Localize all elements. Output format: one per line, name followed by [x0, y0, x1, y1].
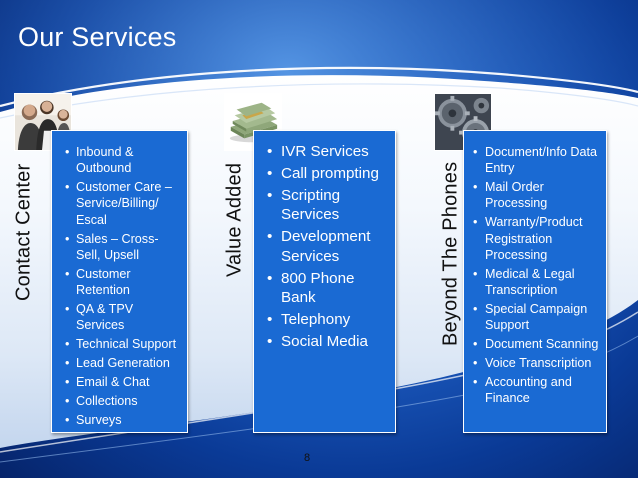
- list-item: IVR Services: [267, 142, 389, 162]
- people-at-work-photo: [14, 93, 72, 151]
- money-stack-photo: [224, 93, 282, 151]
- list-item: Accounting and Finance: [473, 374, 600, 406]
- list-item: Voice Transcription: [473, 355, 600, 371]
- list-item: Document Scanning: [473, 336, 600, 352]
- list-item: 800 Phone Bank: [267, 269, 389, 308]
- list-item: Medical & Legal Transcription: [473, 266, 600, 298]
- beyond-the-phones-box: Document/Info Data Entry Mail Order Proc…: [463, 130, 607, 433]
- list-item: Mail Order Processing: [473, 179, 600, 211]
- list-item: Sales – Cross-Sell, Upsell: [65, 231, 181, 263]
- list-item: Email & Chat: [65, 374, 181, 390]
- list-item: Surveys: [65, 412, 181, 428]
- list-item: Call prompting: [267, 164, 389, 184]
- contact-center-box: Inbound & Outbound Customer Care – Servi…: [51, 130, 188, 433]
- list-item: Scripting Services: [267, 186, 389, 225]
- value-added-box: IVR Services Call prompting Scripting Se…: [253, 130, 396, 433]
- list-item: Special Campaign Support: [473, 301, 600, 333]
- list-item: Customer Care – Service/Billing/ Escal: [65, 179, 181, 228]
- list-item: Warranty/Product Registration Processing: [473, 214, 600, 263]
- list-item: Social Media: [267, 332, 389, 352]
- page-number: 8: [303, 452, 311, 464]
- list-item: Lead Generation: [65, 355, 181, 371]
- list-item: Technical Support: [65, 336, 181, 352]
- list-item: Telephony: [267, 310, 389, 330]
- list-item: Document/Info Data Entry: [473, 144, 600, 176]
- slide-title: Our Services: [18, 22, 177, 52]
- contact-center-list: Inbound & Outbound Customer Care – Servi…: [52, 131, 187, 429]
- column-label-value-added: Value Added: [223, 162, 246, 278]
- beyond-the-phones-list: Document/Info Data Entry Mail Order Proc…: [464, 131, 606, 407]
- list-item: QA & TPV Services: [65, 301, 181, 333]
- column-label-contact-center: Contact Center: [12, 163, 35, 301]
- list-item: Collections: [65, 393, 181, 409]
- list-item: Development Services: [267, 227, 389, 266]
- list-item: Inbound & Outbound: [65, 144, 181, 176]
- value-added-list: IVR Services Call prompting Scripting Se…: [254, 131, 395, 352]
- list-item: Customer Retention: [65, 266, 181, 298]
